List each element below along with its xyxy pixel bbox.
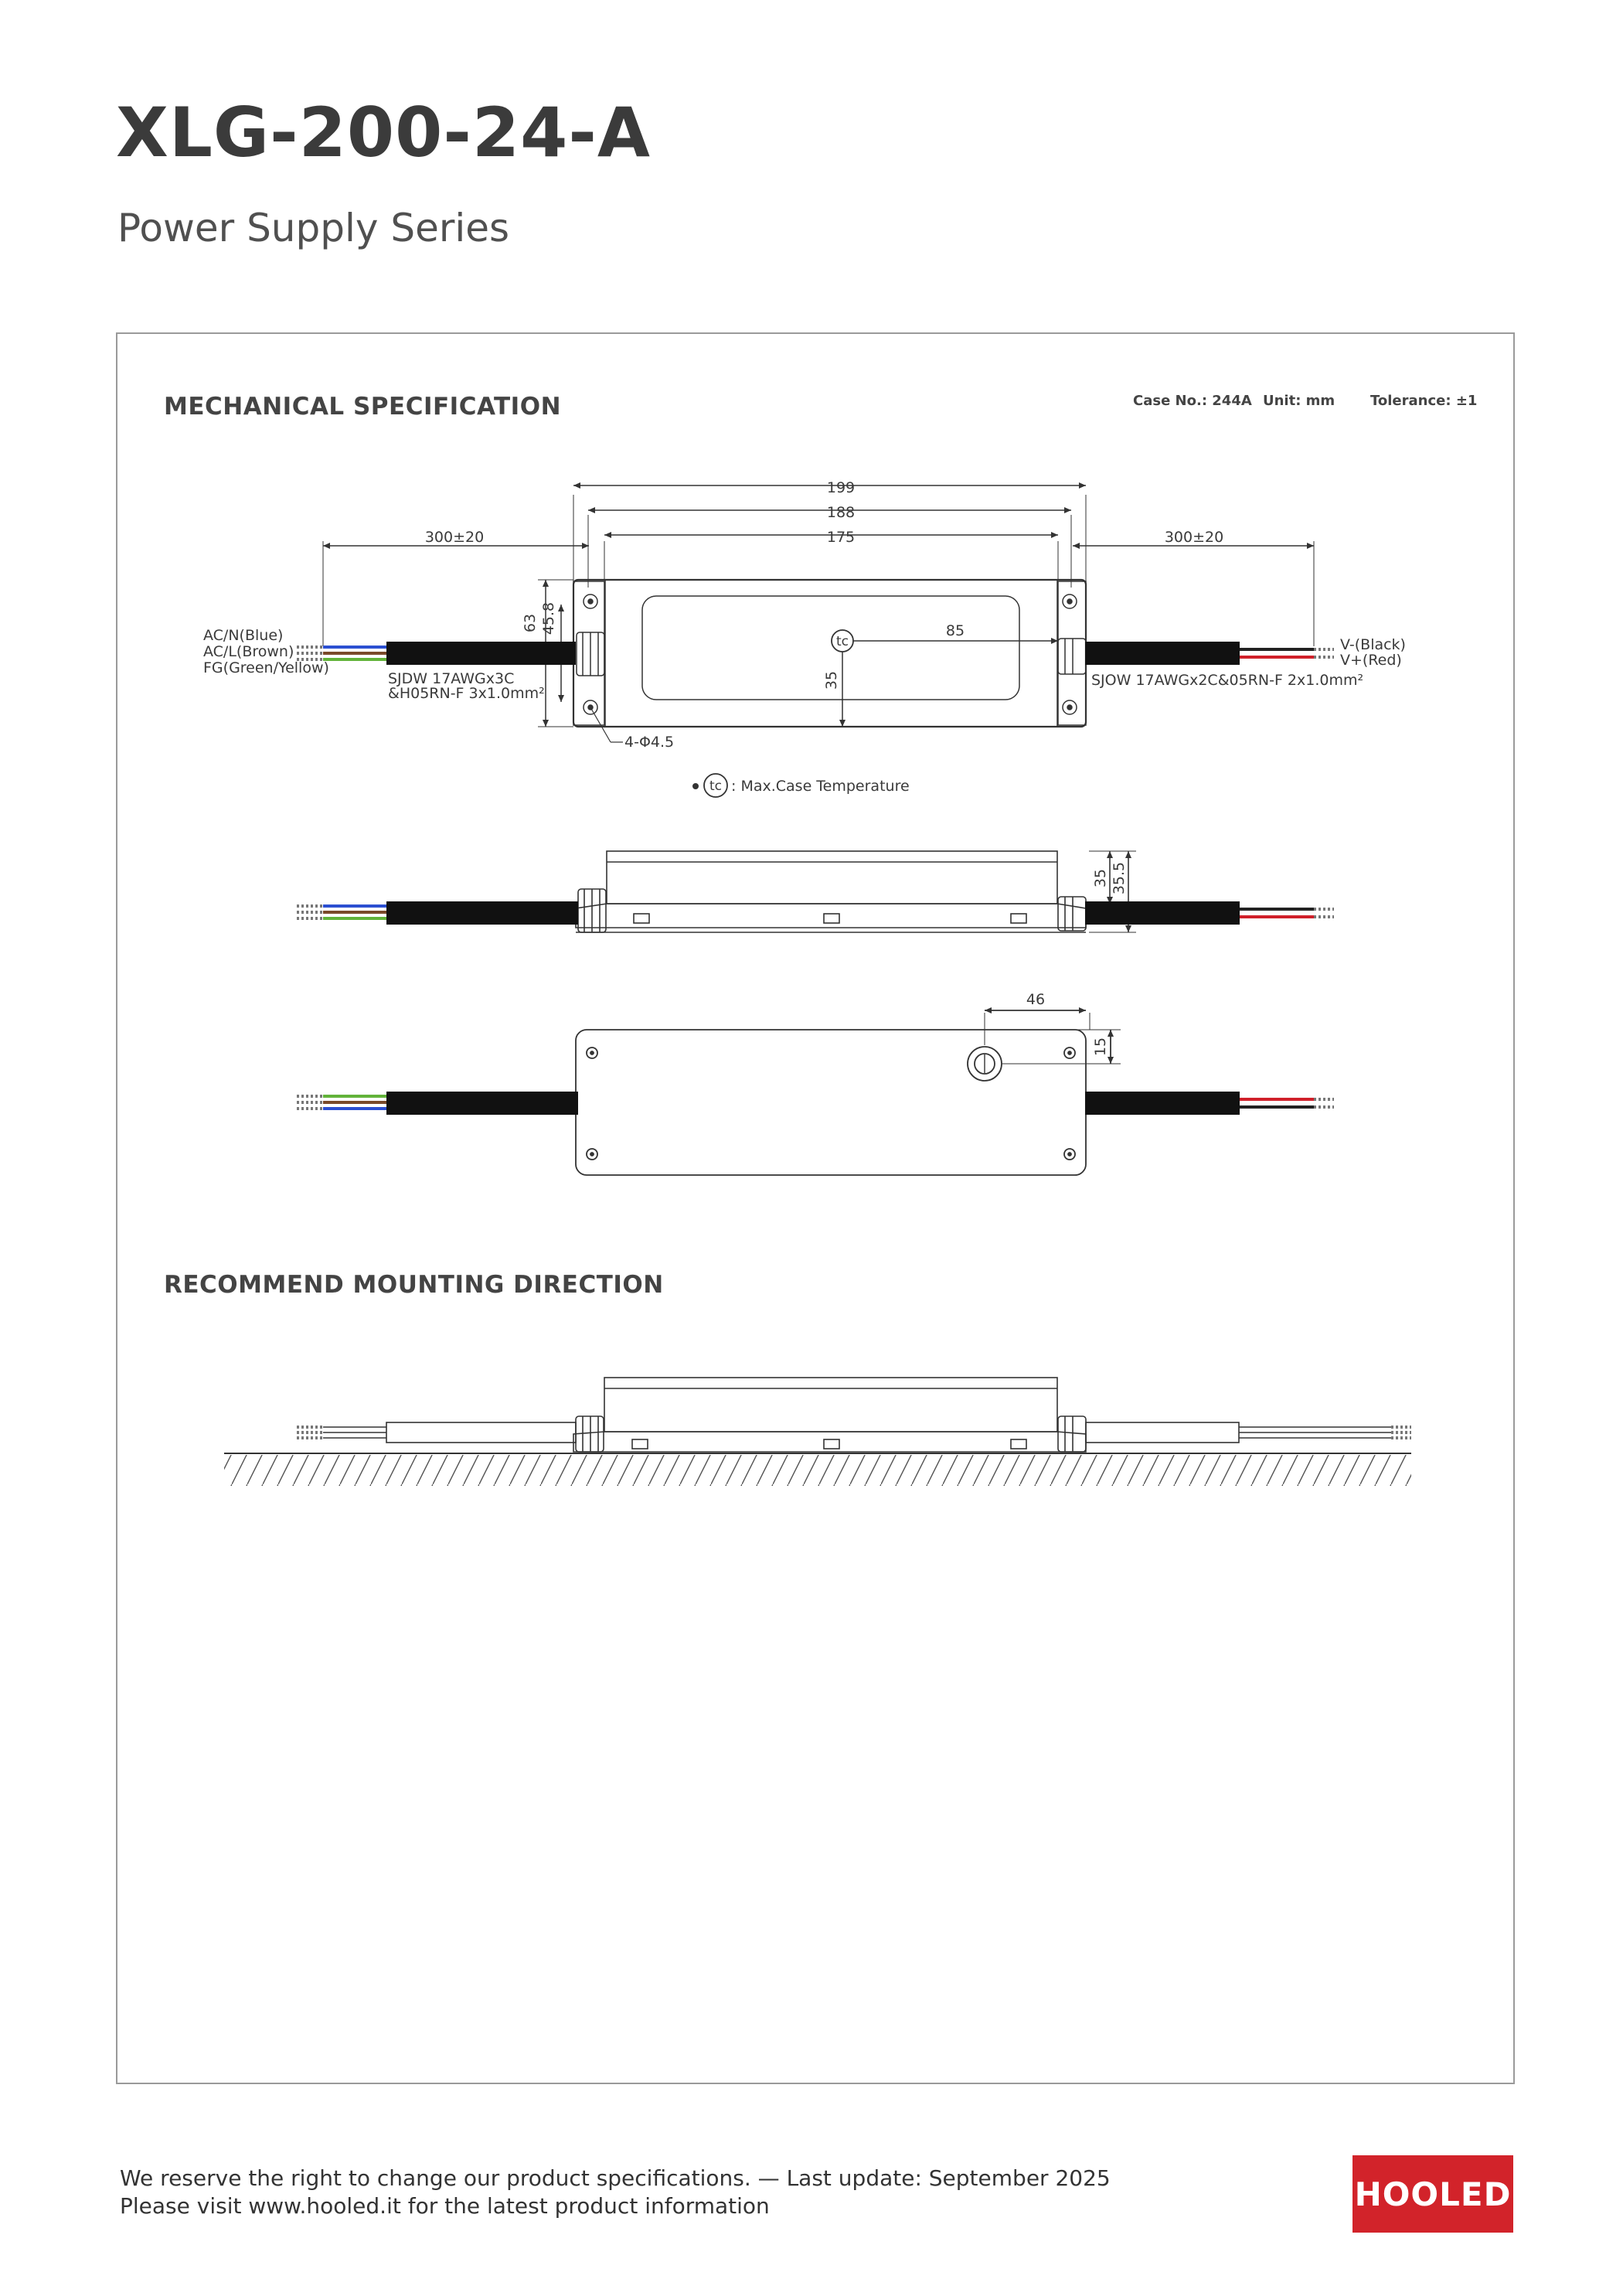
product-title: XLG-200-24-A (116, 93, 651, 172)
top-view-input-cable (297, 642, 576, 665)
dim-body: 175 (827, 529, 855, 546)
footer-line-2: Please visit www.hooled.it for the lates… (120, 2193, 770, 2219)
legend-tc-icon (703, 773, 728, 798)
product-subtitle: Power Supply Series (117, 206, 510, 250)
dim-height-outer: 63 (522, 614, 539, 632)
tc-marker: tc (836, 634, 849, 649)
bottom-view-cables (297, 1092, 1334, 1115)
side-view (575, 850, 1136, 933)
hooled-logo-text: HOOLED (1354, 2175, 1512, 2213)
dim-tc-height: 35 (823, 671, 840, 690)
wire-label-fg: FG(Green/Yellow) (203, 659, 329, 676)
dim-tc-distance: 85 (946, 622, 965, 639)
tolerance-label: Tolerance: ±1 (1370, 393, 1478, 409)
legend-tc-symbol: tc (709, 778, 722, 794)
unit-label: Unit: mm (1263, 393, 1335, 409)
dim-side-h2: 35.5 (1111, 862, 1128, 894)
wire-label-l: AC/L(Brown) (203, 643, 294, 660)
dim-cable-right: 300±20 (1165, 529, 1223, 546)
dim-cable-left: 300±20 (425, 529, 484, 546)
bottom-view (575, 1007, 1121, 1176)
dim-side-h1: 35 (1092, 869, 1109, 887)
dim-bottom-tc-x: 46 (1026, 991, 1045, 1008)
spec-frame (116, 332, 1515, 2084)
dim-holes: 4-Φ4.5 (624, 734, 674, 751)
wire-label-vplus: V+(Red) (1340, 652, 1402, 669)
case-number: Case No.: 244A (1133, 393, 1252, 409)
top-view-output-cable (1085, 642, 1334, 665)
hooled-logo: HOOLED (1352, 2155, 1513, 2233)
top-view (322, 482, 1315, 743)
output-cable-spec: SJOW 17AWGx2C&05RN-F 2x1.0mm² (1091, 672, 1363, 689)
dim-overall: 199 (827, 479, 855, 496)
dim-bottom-tc-y: 15 (1092, 1037, 1109, 1056)
mounting-heading: RECOMMEND MOUNTING DIRECTION (164, 1271, 664, 1299)
footer-line-1: We reserve the right to change our produ… (120, 2165, 1111, 2191)
ground-hatch (224, 1455, 1411, 1486)
legend-tc-text: : Max.Case Temperature (731, 778, 910, 795)
input-cable-spec-2: &H05RN-F 3x1.0mm² (388, 685, 545, 702)
input-cable-spec-1: SJDW 17AWGx3C (388, 670, 514, 687)
legend-dot (692, 783, 699, 789)
dim-height-inner: 45.8 (540, 602, 557, 635)
side-view-cables (297, 901, 1334, 925)
wire-label-vminus: V-(Black) (1340, 636, 1406, 653)
wire-label-n: AC/N(Blue) (203, 627, 283, 644)
dim-mount: 188 (827, 504, 855, 521)
mechanical-heading: MECHANICAL SPECIFICATION (164, 393, 562, 421)
mounting-view (297, 1377, 1411, 1453)
